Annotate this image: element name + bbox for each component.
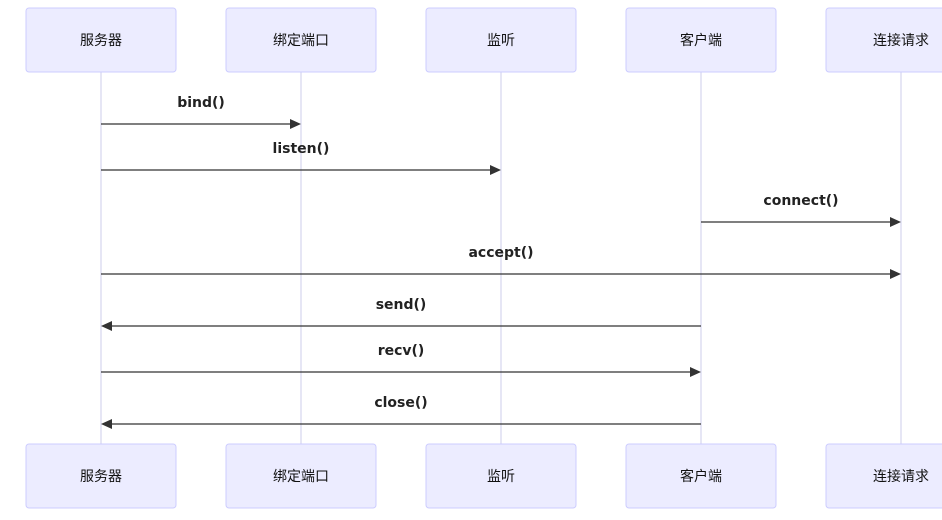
actor-bottom-client: 客户端 [625, 443, 777, 509]
actor-top-client: 客户端 [625, 7, 777, 73]
message-listen: listen() [101, 141, 501, 175]
arrowhead-icon [690, 367, 701, 377]
actor-label: 绑定端口 [273, 33, 329, 49]
arrowhead-icon [490, 165, 501, 175]
actor-bottom-bind-port: 绑定端口 [225, 443, 377, 509]
message-label: connect() [763, 193, 838, 209]
actor-top-listen: 监听 [425, 7, 577, 73]
actor-box [825, 7, 942, 73]
actor-bottom-listen: 监听 [425, 443, 577, 509]
actor-box [625, 7, 777, 73]
actor-box [225, 7, 377, 73]
messages: bind() listen() connect() accept() send() rec… [101, 95, 901, 429]
message-bind: bind() [101, 95, 301, 129]
actor-label: 监听 [487, 33, 515, 49]
message-connect: connect() [701, 193, 901, 227]
actor-top-bind-port: 绑定端口 [225, 7, 377, 73]
actor-label: 监听 [487, 469, 515, 485]
lifelines [100, 72, 902, 444]
actor-box [425, 443, 577, 509]
message-label: listen() [273, 141, 330, 157]
actor-label: 客户端 [680, 32, 722, 49]
actor-bottom-server: 服务器 [25, 443, 177, 509]
arrowhead-icon [101, 321, 112, 331]
actor-box [825, 443, 942, 509]
actor-label: 绑定端口 [273, 469, 329, 485]
message-send: send() [101, 297, 701, 331]
message-recv: recv() [101, 343, 701, 377]
arrowhead-icon [290, 119, 301, 129]
actor-box [25, 7, 177, 73]
message-label: bind() [177, 95, 225, 111]
actor-box [225, 443, 377, 509]
actor-label: 连接请求 [873, 32, 929, 49]
arrowhead-icon [101, 419, 112, 429]
actor-box [625, 443, 777, 509]
actor-label: 服务器 [80, 469, 122, 485]
actor-top-conn-req: 连接请求 [825, 7, 942, 73]
actors-bottom: 服务器 绑定端口 监听 客户端 连接请求 [25, 443, 942, 509]
message-label: accept() [468, 245, 533, 261]
message-label: close() [374, 395, 427, 411]
message-label: send() [376, 297, 427, 313]
arrowhead-icon [890, 269, 901, 279]
arrowhead-icon [890, 217, 901, 227]
actor-label: 客户端 [680, 468, 722, 485]
actors-top: 服务器 绑定端口 监听 客户端 连接请求 [25, 7, 942, 73]
actor-bottom-conn-req: 连接请求 [825, 443, 942, 509]
actor-label: 服务器 [80, 33, 122, 49]
message-close: close() [101, 395, 701, 429]
actor-box [25, 443, 177, 509]
actor-label: 连接请求 [873, 468, 929, 485]
actor-top-server: 服务器 [25, 7, 177, 73]
message-label: recv() [378, 343, 425, 359]
actor-box [425, 7, 577, 73]
message-accept: accept() [101, 245, 901, 279]
